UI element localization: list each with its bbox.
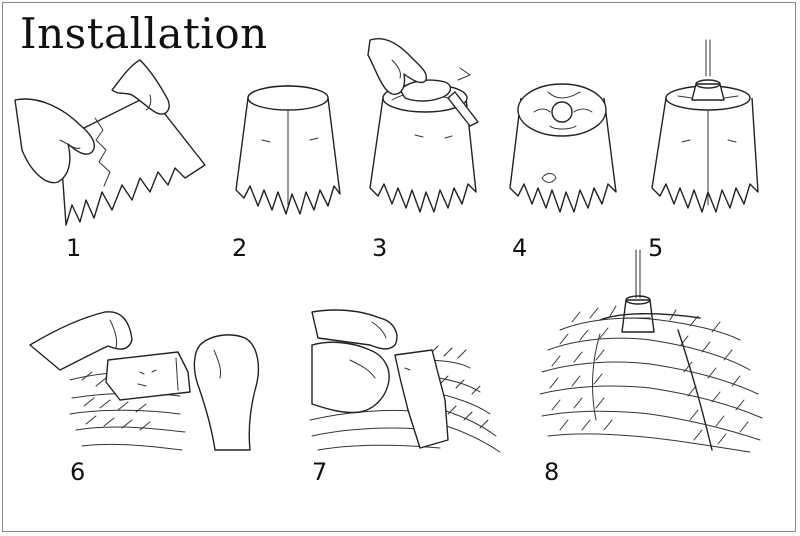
step-1-illustration bbox=[14, 59, 206, 226]
step-7-illustration bbox=[309, 309, 501, 453]
step-number-8: 8 bbox=[544, 458, 560, 486]
step-8-illustration bbox=[539, 249, 763, 453]
step-4-illustration bbox=[509, 83, 617, 213]
step-5-illustration bbox=[651, 39, 759, 213]
step-2-illustration bbox=[235, 85, 341, 215]
step-number-7: 7 bbox=[312, 458, 328, 486]
step-number-2: 2 bbox=[232, 234, 248, 262]
step-number-1: 1 bbox=[66, 234, 82, 262]
step-number-5: 5 bbox=[648, 234, 664, 262]
step-number-4: 4 bbox=[512, 234, 528, 262]
step-3-illustration bbox=[367, 38, 479, 213]
step-number-3: 3 bbox=[372, 234, 388, 262]
step-number-6: 6 bbox=[70, 458, 86, 486]
page-title: Installation bbox=[20, 9, 268, 58]
step-6-illustration bbox=[29, 311, 260, 451]
